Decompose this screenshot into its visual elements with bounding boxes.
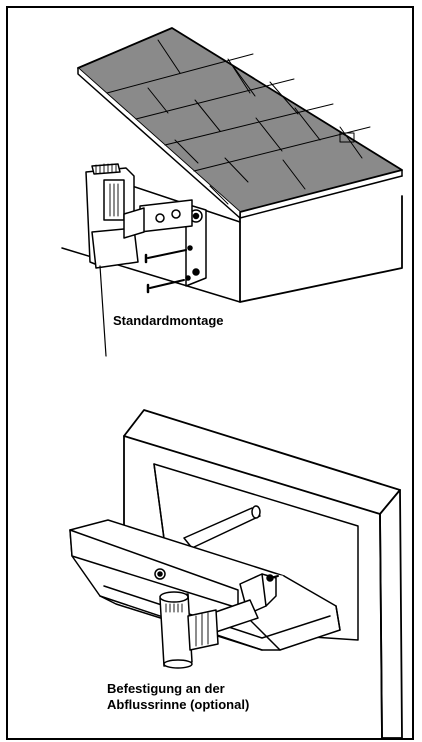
rain-gutter [69, 519, 341, 651]
rain-sensor-unit [85, 163, 145, 269]
caption-gutter-mount: Befestigung an der Abflussrinne (optiona… [107, 681, 249, 713]
caption-leader-line [99, 265, 107, 357]
caption-gutter-line1: Befestigung an der [107, 681, 225, 696]
mounting-screws [144, 245, 193, 294]
support-rod [183, 505, 261, 549]
caption-standard-mount: Standardmontage [113, 313, 224, 328]
gutter-mount-illustration [69, 409, 403, 739]
gutter-rain-sensor [159, 591, 219, 669]
caption-gutter-line2: Abflussrinne (optional) [107, 697, 250, 712]
mounting-bracket [139, 199, 207, 287]
gutter-clamp [209, 573, 279, 633]
standard-mount-illustration [61, 27, 403, 357]
roof-shingles [77, 27, 403, 219]
